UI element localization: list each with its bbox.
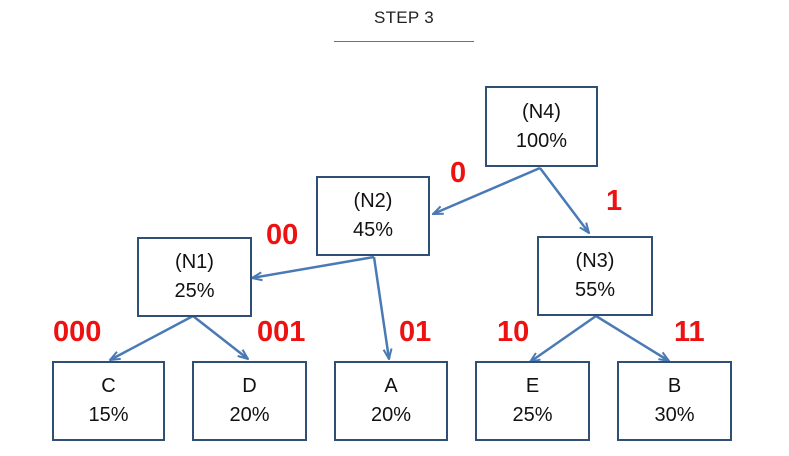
leaf-b: B 30% [617,361,732,441]
code-a: 01 [399,316,432,348]
leaf-d: D 20% [192,361,307,441]
leaf-e-label: E [525,375,540,397]
leaf-e: E 25% [475,361,590,441]
leaf-b-value: 30% [654,404,695,426]
code-d: 001 [257,316,306,348]
edge-n4-n3 [539,167,589,233]
code-b: 11 [674,316,705,348]
leaf-c-value: 15% [88,404,129,426]
code-n3: 1 [606,185,623,217]
edge-n1-c [110,314,194,360]
leaf-d-value: 20% [229,404,270,426]
node-n2-label: (N2) [353,190,393,212]
leaf-e-value: 25% [512,404,553,426]
edge-n3-b [595,314,669,361]
node-n3-label: (N3) [575,250,615,272]
edge-n2-n1 [252,255,375,278]
code-e: 10 [497,316,530,348]
node-n4-value: 100% [515,129,568,152]
edge-n2-a [372,256,389,359]
leaf-d-label: D [242,375,257,397]
node-n1-label: (N1) [175,251,214,273]
edge-n1-d [192,315,248,359]
leaf-c: C 15% [52,361,165,441]
node-n3: (N3) 55% [537,236,653,316]
diagram-title: STEP 3 [373,8,435,27]
code-n2: 0 [450,157,467,189]
leaf-b-label: B [667,375,682,397]
edge-n4-n2 [433,166,541,216]
node-n1-value: 25% [174,280,215,302]
title-underline [334,41,474,42]
code-c: 000 [53,316,102,348]
node-n3-value: 55% [574,279,616,301]
leaf-c-label: C [101,375,116,397]
node-n4-label: (N4) [522,100,561,123]
node-n2: (N2) 45% [316,176,430,256]
leaf-a-label: A [384,375,398,397]
code-n1: 00 [266,219,299,251]
leaf-a: A 20% [334,361,448,441]
node-n2-value: 45% [352,219,394,241]
node-n4: (N4) 100% [485,86,598,167]
edge-n3-e [530,314,597,362]
leaf-a-value: 20% [370,404,412,426]
node-n1: (N1) 25% [137,237,252,317]
